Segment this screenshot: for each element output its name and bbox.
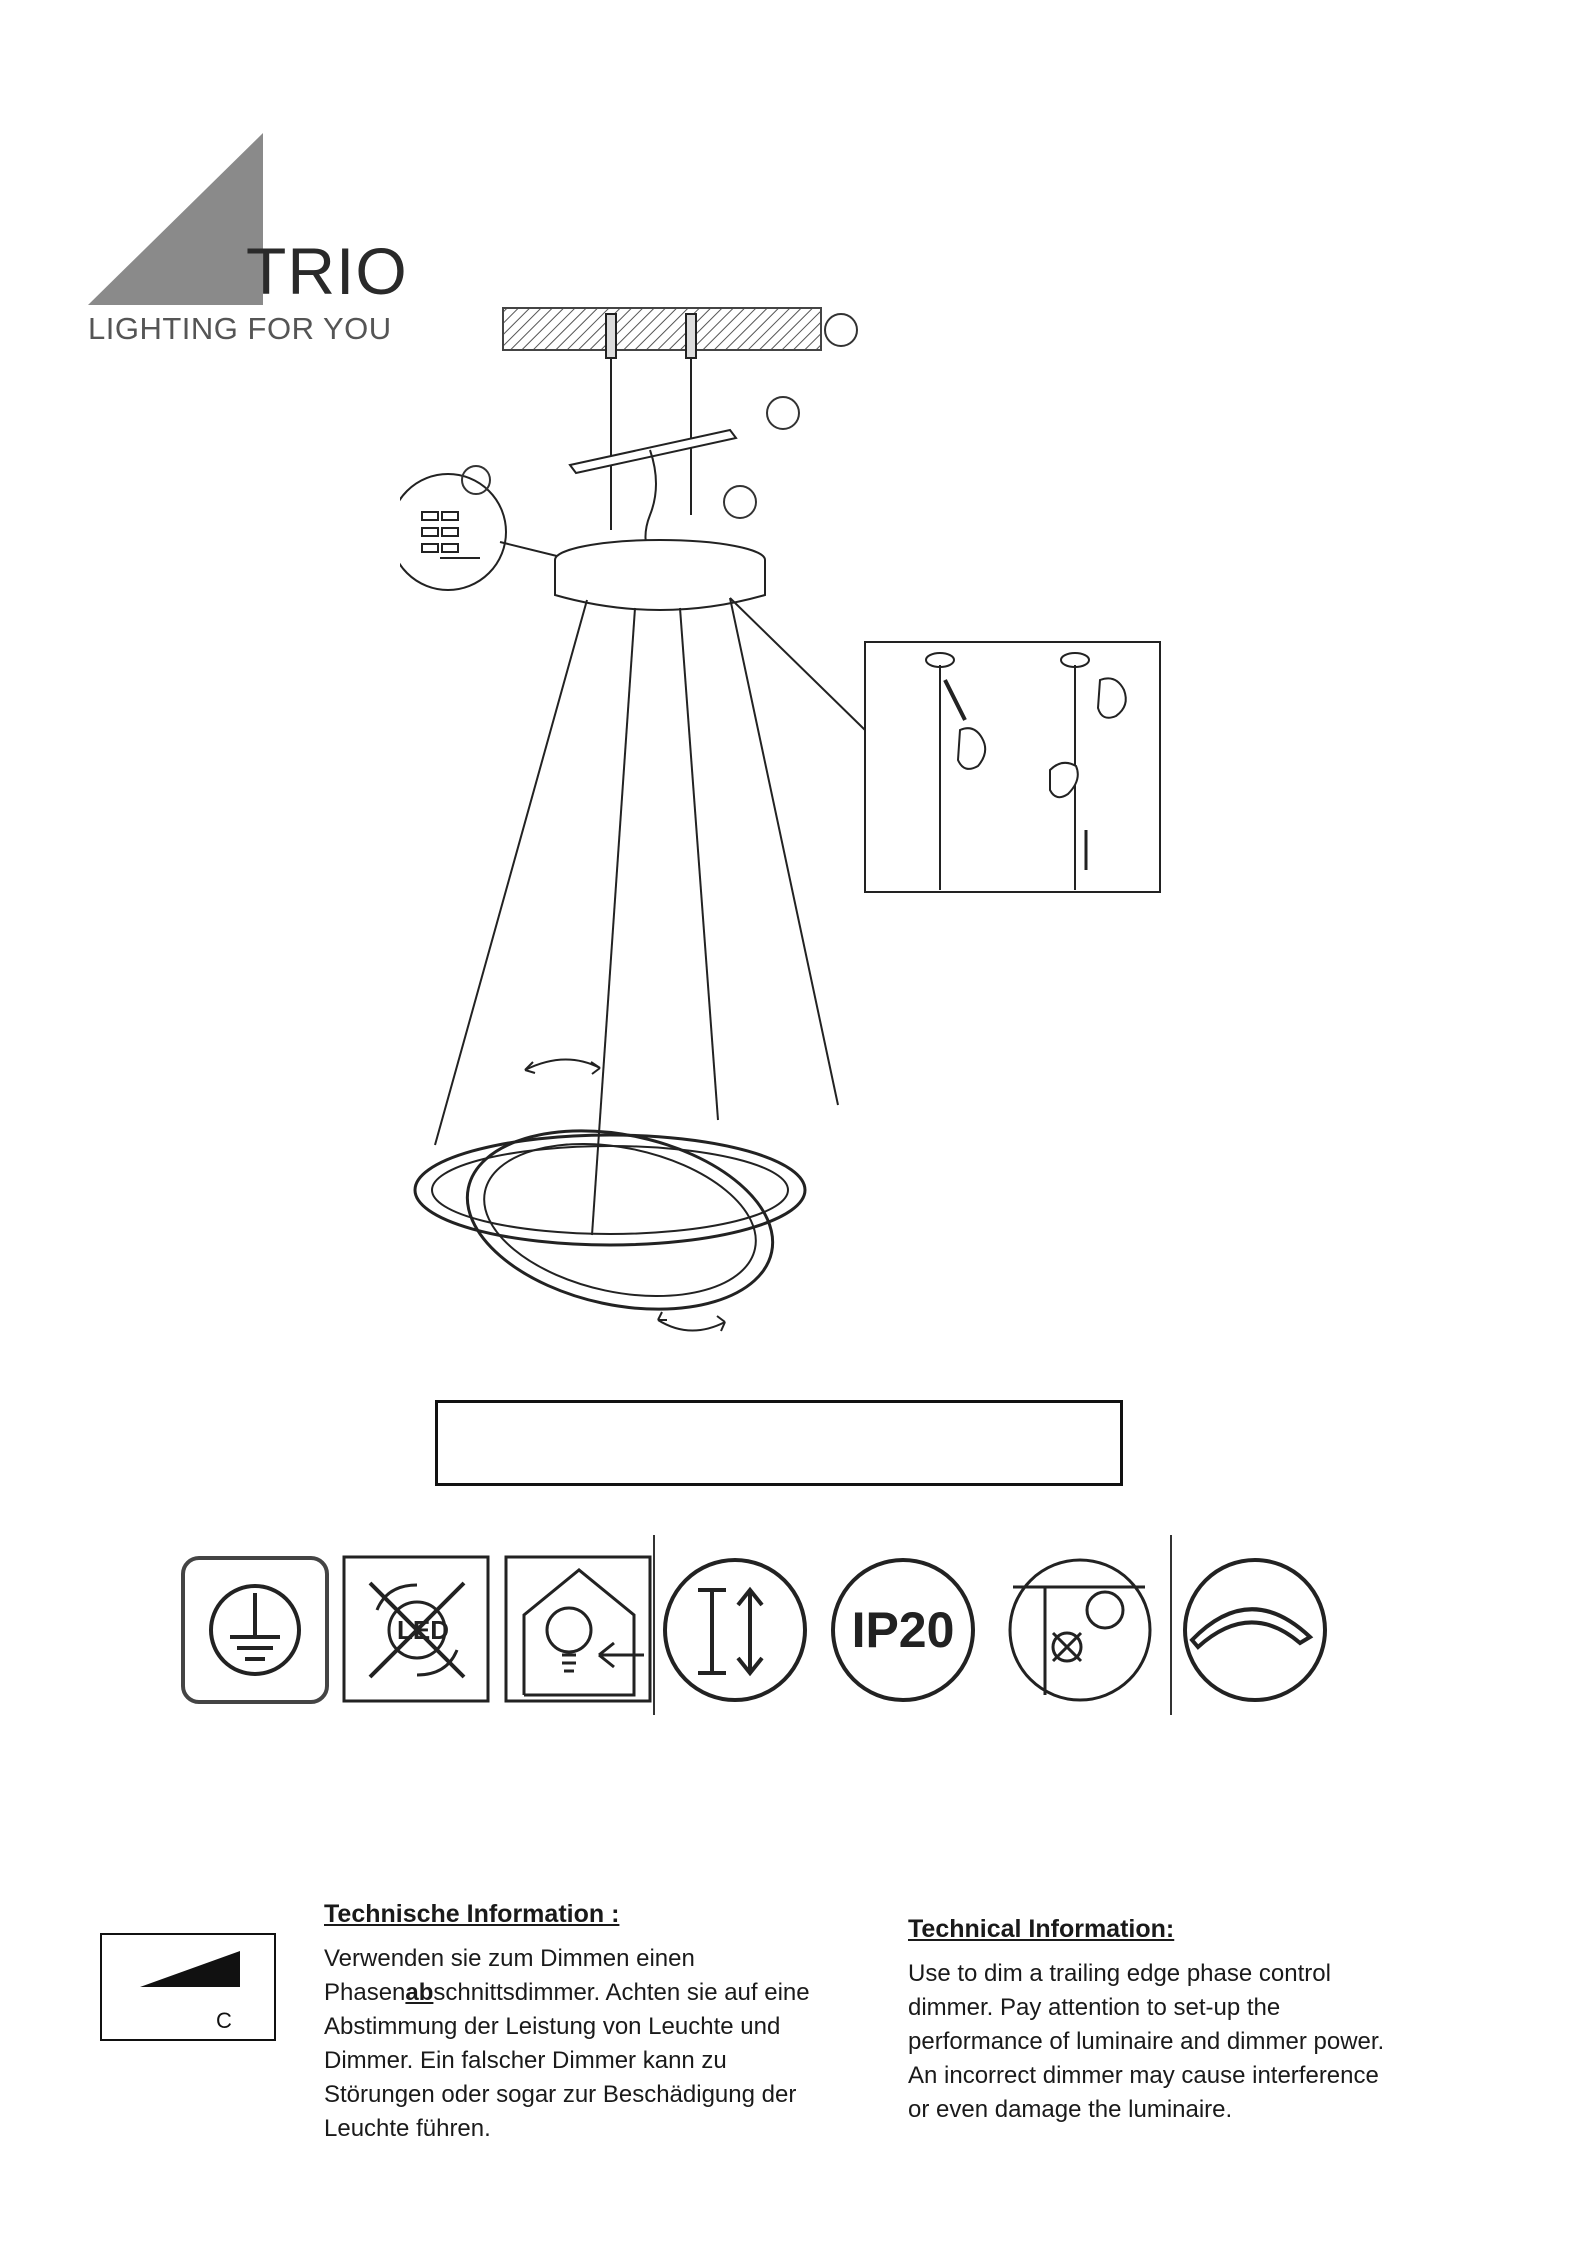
- trio-logo-icon: [88, 133, 263, 305]
- english-paragraph: Use to dim a trailing edge phase control…: [908, 1960, 1385, 2123]
- trailing-edge-dimmer-symbol: [100, 1933, 276, 2041]
- wiring-detail: [400, 473, 507, 591]
- mounting-bracket: [568, 428, 738, 475]
- rotation-arrow-bottom: [657, 1319, 726, 1332]
- outer-ring: [413, 1133, 807, 1247]
- blank-label-box: [435, 1400, 1123, 1486]
- height-adjustable-icon: [663, 1558, 807, 1702]
- logo-brand: TRIO: [246, 234, 408, 308]
- ceiling-hatch: [502, 307, 822, 351]
- wall-plug-left: [605, 313, 617, 359]
- step-circle-3: [723, 485, 757, 519]
- rotation-arrow-top: [524, 1058, 601, 1071]
- ip20-icon: IP20: [831, 1558, 975, 1702]
- dimmable-icon: [1183, 1558, 1327, 1702]
- german-heading: Technische Information :: [324, 1900, 620, 1928]
- protection-class-earth-icon: [181, 1556, 329, 1704]
- german-paragraph: Verwenden sie zum Dimmen einen Phasenabs…: [324, 1945, 810, 2142]
- dimmer-not-included-icon: [1008, 1558, 1152, 1702]
- inner-ring: [465, 1129, 775, 1311]
- step-circle-2: [766, 396, 800, 430]
- english-heading: Technical Information:: [908, 1915, 1175, 1943]
- canopy-body: [554, 560, 766, 611]
- step-circle-1: [824, 313, 858, 347]
- ip20-label: IP20: [852, 1602, 955, 1658]
- assembly-diagram: [400, 307, 1161, 1332]
- symbol-separator: [653, 1535, 655, 1715]
- dimmer-letter: C: [216, 2008, 232, 2033]
- symbol-separator: [1170, 1535, 1172, 1715]
- indoor-use-icon: [504, 1555, 652, 1703]
- logo-tagline: LIGHTING FOR YOU: [88, 311, 392, 346]
- wall-plug-right: [685, 313, 697, 359]
- led-not-replaceable-icon: LED: [342, 1555, 490, 1703]
- dimmer-ramp-icon: [140, 1951, 240, 1987]
